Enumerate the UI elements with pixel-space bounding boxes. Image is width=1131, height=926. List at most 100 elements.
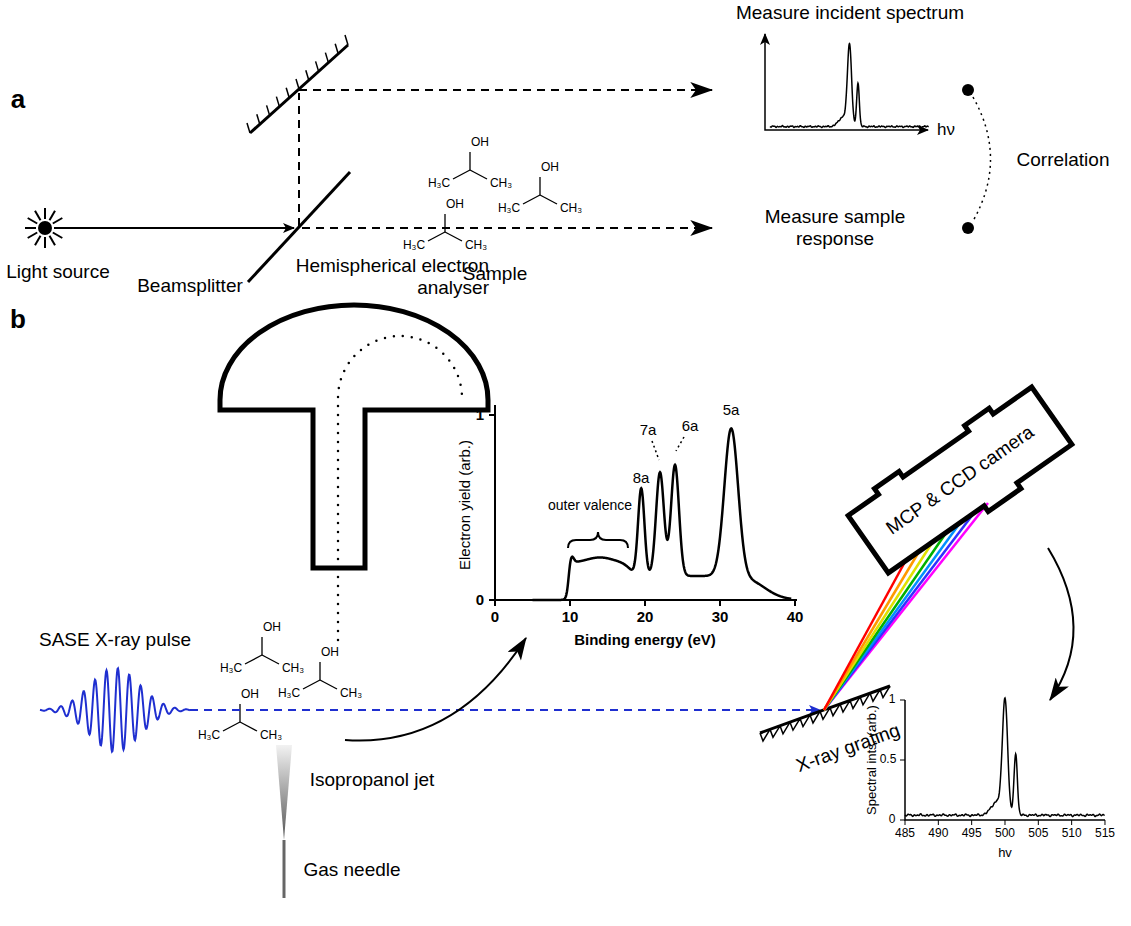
figure-stroke (276, 97, 279, 107)
figure-label: 8a (632, 469, 651, 486)
figure-stroke (44, 237, 46, 248)
figure-stroke (1038, 820, 1039, 825)
figure-stroke (257, 114, 260, 124)
dashed-beam (302, 227, 712, 229)
axis-title: Electron yield (arb.) (456, 440, 473, 570)
figure-stroke (267, 105, 270, 115)
figure-label: Binding energy (eV) (574, 631, 716, 648)
xray-beam (190, 709, 820, 711)
figure-stroke (316, 61, 319, 71)
atom-label: H₃C (402, 239, 426, 253)
figure-stroke (900, 760, 905, 761)
figure-stroke (35, 236, 41, 246)
figure-label: 10 (562, 608, 579, 625)
figure-stroke (719, 600, 721, 606)
figure-stroke (286, 88, 289, 98)
figure-label: 495 (962, 827, 982, 841)
correlation-link (973, 97, 991, 221)
figure-stroke (469, 152, 470, 170)
figure-stroke (335, 44, 338, 54)
node-outline (215, 250, 495, 585)
plot-axes (495, 405, 797, 600)
figure-label: Beamsplitter (137, 275, 243, 297)
incident-spectrum (905, 698, 1105, 817)
figure-stroke (239, 704, 240, 722)
plot-axes (905, 700, 1105, 820)
figure-stroke (1104, 820, 1105, 825)
atom-label: H₃C (219, 662, 243, 676)
figure-stroke (50, 236, 56, 246)
figure-stroke (539, 177, 540, 195)
figure-stroke (971, 820, 972, 825)
figure-stroke (824, 513, 974, 711)
figure-label: hν (937, 120, 955, 140)
figure-stroke (453, 170, 470, 179)
figure-label: 6a (681, 417, 700, 434)
figure-stroke (470, 170, 487, 179)
figure-label: 515 (1095, 827, 1115, 841)
figure-stroke (938, 820, 939, 825)
figure-stroke (489, 414, 495, 416)
figure-stroke (824, 560, 906, 710)
photoelectron-spectrum (533, 429, 792, 600)
figure-stroke (50, 211, 56, 221)
figure-label: Measure incident spectrum (736, 2, 964, 24)
leader-line (652, 441, 659, 460)
figure-label: Isopropanol jet (310, 769, 435, 791)
figure-stroke (44, 208, 46, 219)
figure-stroke (824, 522, 961, 710)
dashed-beam (299, 89, 712, 91)
figure-label: 485 (895, 827, 915, 841)
figure-label: hv (998, 846, 1012, 861)
mirror-hatching (247, 35, 348, 133)
dashed-beam (298, 93, 300, 226)
figure-stroke (25, 227, 36, 229)
figure-label: 505 (1028, 827, 1048, 841)
figure-stroke (345, 35, 348, 45)
atom-label: H₃C (197, 729, 221, 743)
atom-label: H₃C (497, 202, 521, 216)
panel-letter: a (11, 85, 25, 115)
figure-label: 1 (889, 693, 896, 707)
atom-label: OH (320, 646, 340, 660)
light-beam (62, 227, 294, 229)
figure-stroke (35, 211, 41, 221)
atom-label: CH₃ (259, 729, 283, 743)
figure-stroke (824, 551, 920, 711)
figure-label: 5a (722, 401, 741, 418)
curved-arrow (345, 638, 526, 741)
figure-stroke (900, 820, 905, 821)
figure-stroke (53, 218, 63, 224)
atom-label: CH₃ (464, 239, 488, 253)
figure-stroke (247, 123, 250, 133)
figure-stroke (489, 599, 495, 601)
figure-stroke (320, 680, 337, 689)
brace (568, 532, 628, 548)
spectrum-curve (770, 44, 929, 128)
figure-label: 1 (476, 406, 484, 423)
figure-label: Sample (463, 263, 527, 285)
leader-line (676, 437, 684, 451)
correlation-dot (962, 222, 974, 234)
figure-label: 0.5 (880, 753, 897, 767)
node-heading: Hemispherical electron analyser (249, 255, 489, 299)
figure-stroke (644, 600, 646, 606)
light-source-symbol (25, 208, 65, 248)
figure-stroke (262, 655, 279, 664)
figure-stroke (28, 218, 38, 224)
figure-stroke (325, 53, 328, 63)
figure-stroke (824, 503, 988, 710)
figure-stroke (245, 655, 262, 664)
figure-stroke (240, 722, 257, 731)
electron-analyser: Hemispherical electron analyser (215, 250, 495, 575)
atom-label: OH (240, 688, 260, 702)
figure-stroke (540, 195, 557, 204)
figure-label: outer valence (547, 497, 633, 513)
figure-label: Gas needle (303, 859, 400, 881)
atom-label: OH (445, 198, 465, 212)
figure-label: SASE X-ray pulse (39, 629, 191, 651)
node-outline-path (844, 381, 1076, 578)
figure-stroke (794, 600, 796, 606)
xray-pulse (40, 668, 190, 751)
